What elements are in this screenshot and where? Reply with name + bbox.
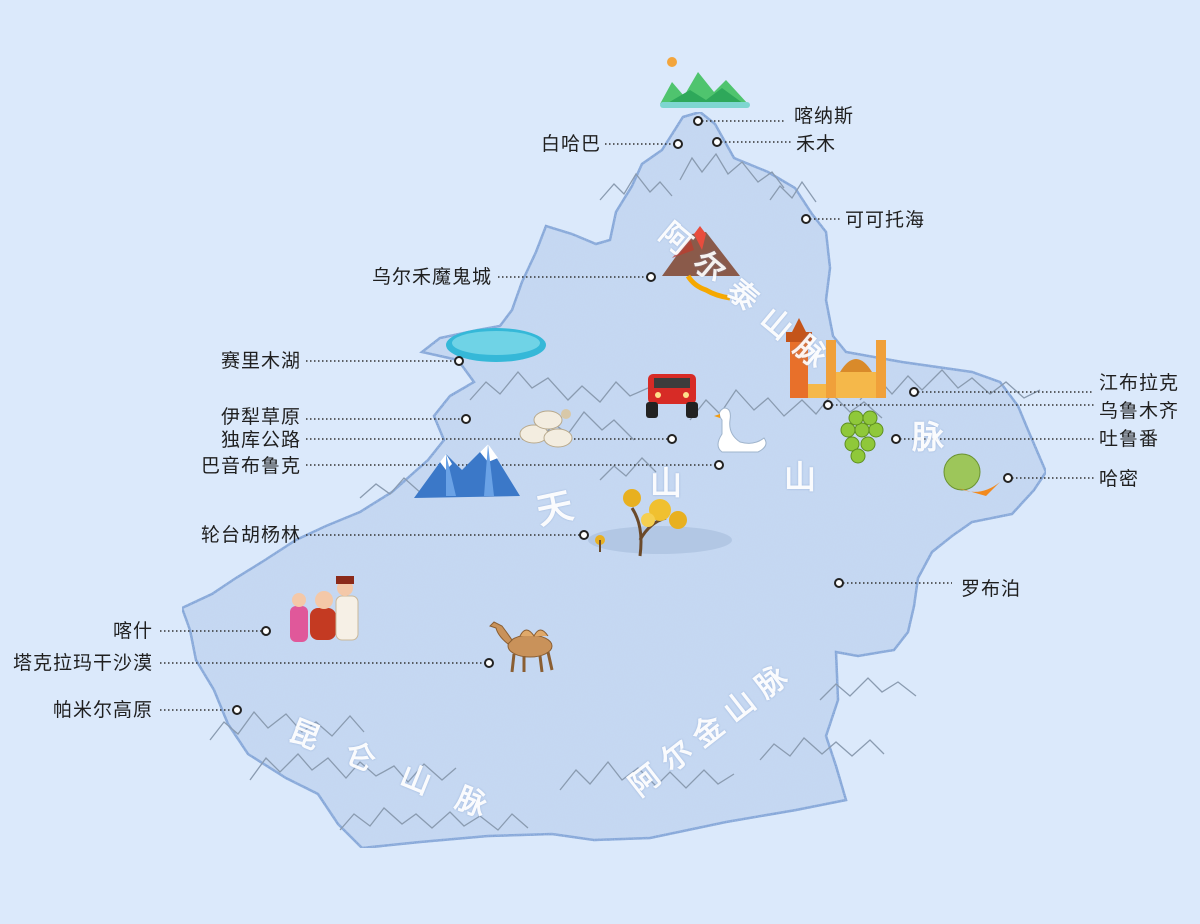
swan-icon xyxy=(714,407,767,453)
marker-taklamakan xyxy=(484,658,494,668)
location-markers xyxy=(232,116,1013,715)
marker-hemu xyxy=(712,137,722,147)
tianshan-char-tian: 天 xyxy=(533,481,595,534)
jeep-icon xyxy=(646,374,698,418)
grapes-icon xyxy=(840,410,884,464)
marker-baihaba xyxy=(673,139,683,149)
marker-hami xyxy=(1003,473,1013,483)
sun-icon xyxy=(667,57,677,67)
label-turpan: 吐鲁番 xyxy=(1099,428,1160,450)
tianshan-char-shan-2: 山 xyxy=(784,458,835,496)
marker-turpan xyxy=(891,434,901,444)
label-urumqi: 乌鲁木齐 xyxy=(1099,400,1180,422)
label-keketuohai: 可可托海 xyxy=(845,209,926,231)
marker-bayanbulak xyxy=(714,460,724,470)
marker-urumqi xyxy=(823,400,833,410)
label-hami: 哈密 xyxy=(1099,468,1140,490)
hami-melon-icon xyxy=(943,453,1000,496)
marker-kashgar xyxy=(261,626,271,636)
marker-keketuohai xyxy=(801,214,811,224)
label-yili: 伊犁草原 xyxy=(220,406,301,428)
tianshan-char-mai: 脉 xyxy=(912,418,963,456)
label-bayanbulak: 巴音布鲁克 xyxy=(200,455,301,477)
label-baihaba: 白哈巴 xyxy=(540,133,601,155)
volcano-icon xyxy=(662,226,740,301)
populus-tree-icon xyxy=(588,489,732,557)
label-taklamakan: 塔克拉玛干沙漠 xyxy=(12,652,153,674)
label-sayram: 赛里木湖 xyxy=(220,350,301,372)
green-mountains-icon xyxy=(660,72,750,108)
marker-dukuroad xyxy=(667,434,677,444)
label-wuerhe: 乌尔禾魔鬼城 xyxy=(371,266,492,288)
mosque-icon xyxy=(786,318,886,398)
camel-icon xyxy=(489,621,554,673)
marker-luntai xyxy=(579,530,589,540)
label-kashgar: 喀什 xyxy=(112,620,153,642)
snow-mountain-icon xyxy=(414,444,520,498)
kunlun-mountain-sketch xyxy=(209,677,917,831)
label-luntai: 轮台胡杨林 xyxy=(200,524,301,546)
altai-mountain-sketch xyxy=(599,152,817,203)
label-lopnur: 罗布泊 xyxy=(961,578,1022,600)
marker-sayram xyxy=(454,356,464,366)
label-kanas: 喀纳斯 xyxy=(794,105,855,127)
leader-lines xyxy=(160,120,1094,711)
label-dukuroad: 独库公路 xyxy=(220,429,301,451)
marker-lopnur xyxy=(834,578,844,588)
marker-yili xyxy=(461,414,471,424)
uyghur-people-icon xyxy=(290,576,359,642)
tianshan-char-shan-1: 山 xyxy=(650,464,701,502)
lake-icon xyxy=(446,328,546,362)
marker-kanas xyxy=(693,116,703,126)
label-hemu: 禾木 xyxy=(796,133,837,155)
marker-wuerhe xyxy=(646,272,656,282)
label-jiangbulake: 江布拉克 xyxy=(1099,372,1180,394)
marker-pamir xyxy=(232,705,242,715)
sheep-icon xyxy=(519,409,573,448)
marker-jiangbulake xyxy=(909,387,919,397)
label-pamir: 帕米尔高原 xyxy=(52,699,153,721)
